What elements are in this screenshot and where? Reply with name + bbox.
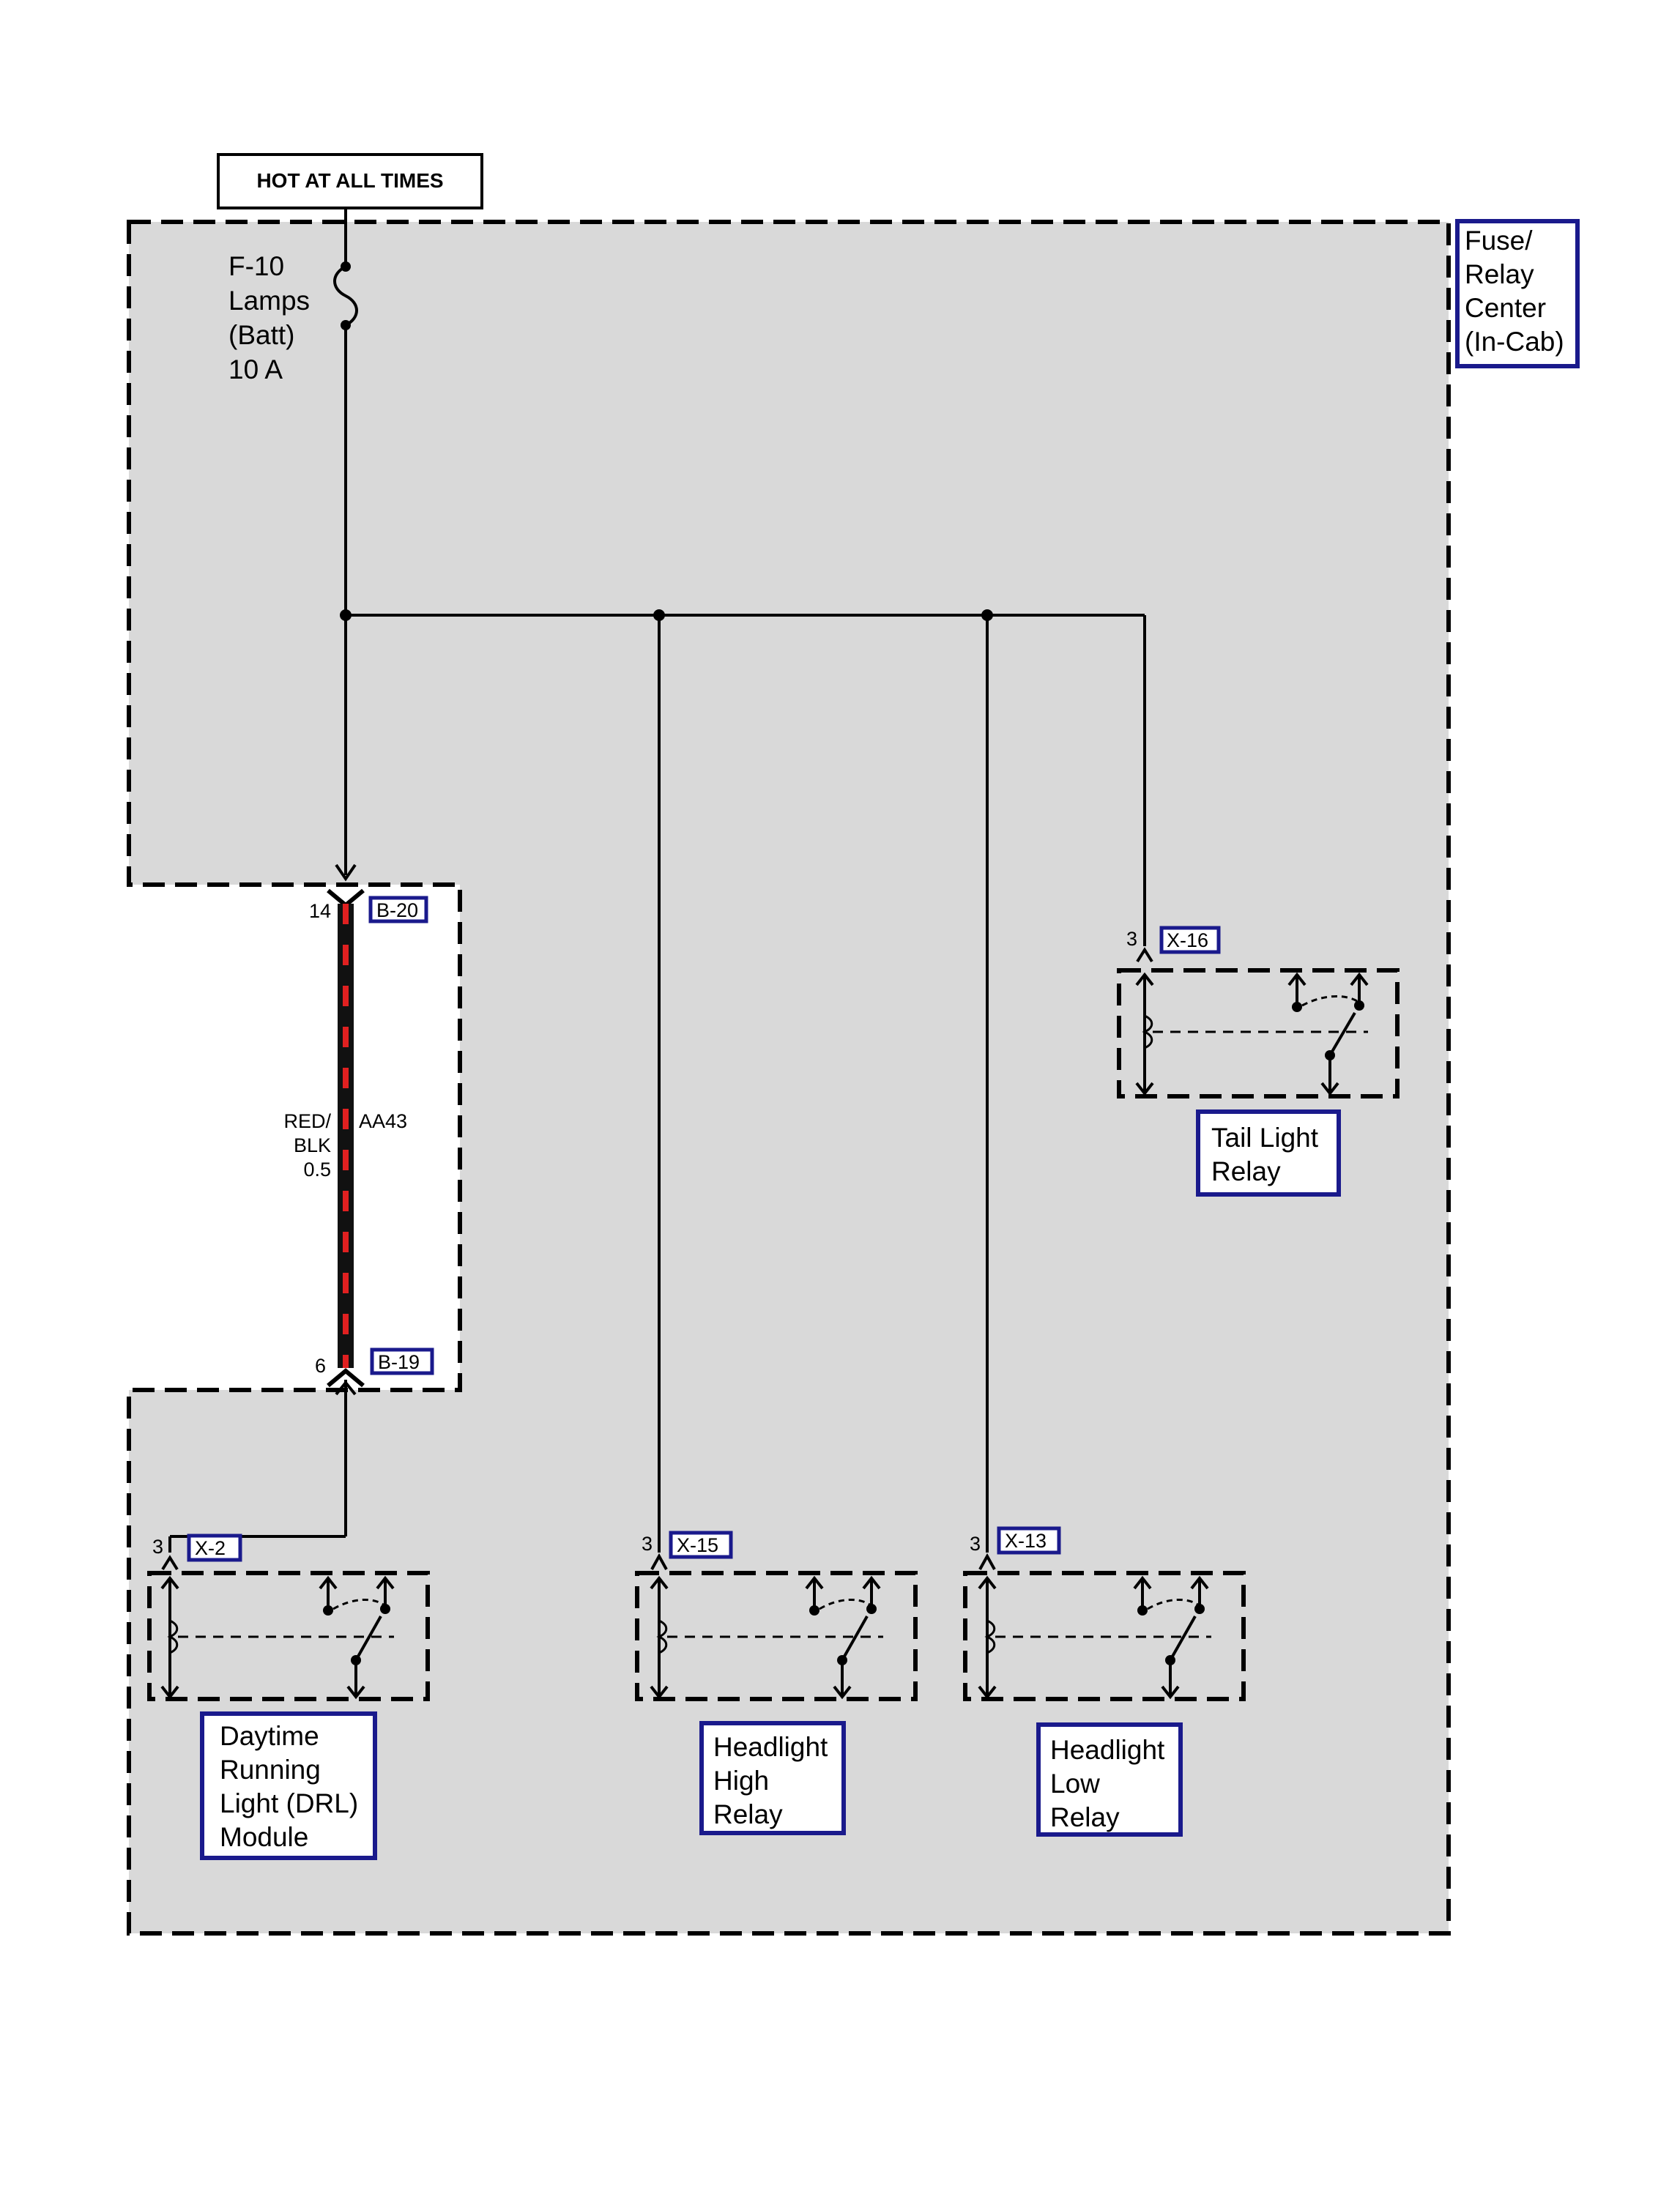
wire-gauge: 0.5 <box>303 1159 331 1181</box>
fuse-line-4: 10 A <box>228 354 283 384</box>
headlight-low-relay-label-3: Relay <box>1050 1802 1120 1832</box>
drl-module: 3 X-2 Daytime Running Light (DRL) Module <box>147 1534 430 1860</box>
headlight-high-relay-label-3: Relay <box>713 1799 783 1829</box>
headlight-low-relay-label-1: Headlight <box>1050 1735 1165 1765</box>
drl-module-connector: X-2 <box>195 1537 226 1559</box>
fuse-label: F-10 Lamps (Batt) 10 A <box>228 251 310 384</box>
drl-module-label-4: Module <box>220 1822 308 1852</box>
wire-circuit: AA43 <box>359 1110 407 1132</box>
drl-module-pin: 3 <box>152 1536 163 1558</box>
frc-line-1: Fuse/ <box>1465 226 1533 256</box>
fuse-symbol <box>333 265 358 327</box>
headlight-low-relay-pin: 3 <box>970 1533 981 1555</box>
fuse-relay-center-label-box: Fuse/ Relay Center (In-Cab) <box>1455 219 1580 368</box>
headlight-high-relay-label-1: Headlight <box>713 1732 828 1762</box>
splice-low <box>981 609 993 621</box>
connector-b19-pin: 6 <box>315 1355 326 1377</box>
headlight-high-relay: 3 X-15 Headlight High Relay <box>635 1531 918 1835</box>
frc-line-4: (In-Cab) <box>1465 327 1564 357</box>
connector-b19: 6 B-19 <box>315 1347 434 1388</box>
headlight-low-relay-label-2: Low <box>1050 1769 1100 1799</box>
hot-at-all-times-box: HOT AT ALL TIMES <box>217 153 483 209</box>
tail-light-relay-connector: X-16 <box>1167 929 1208 951</box>
fuse-line-3: (Batt) <box>228 320 294 350</box>
splice-high <box>653 609 665 621</box>
tail-light-relay-label-1: Tail Light <box>1211 1123 1319 1153</box>
frc-line-2: Relay <box>1465 259 1534 289</box>
tail-light-relay-label-2: Relay <box>1211 1156 1281 1186</box>
wire-color-2: BLK <box>294 1134 331 1156</box>
connector-b20-pin: 14 <box>309 900 331 922</box>
fuse-line-2: Lamps <box>228 286 310 316</box>
wire-aa43: RED/ BLK 0.5 AA43 <box>283 904 407 1368</box>
fuse-terminal-top <box>341 261 351 272</box>
drl-module-label-1: Daytime <box>220 1721 319 1751</box>
drl-module-label-2: Running <box>220 1755 321 1785</box>
connector-b20: 14 B-20 <box>309 888 428 923</box>
main-feed <box>333 208 358 882</box>
splice-main <box>340 609 352 621</box>
fuse-terminal-bottom <box>341 320 351 330</box>
connector-b20-id: B-20 <box>376 899 418 921</box>
wire-color-1: RED/ <box>283 1110 331 1132</box>
fuse-relay-center-region <box>127 220 1451 1936</box>
headlight-low-relay-connector: X-13 <box>1005 1530 1047 1552</box>
branch-bus <box>346 614 1146 1553</box>
headlight-low-relay: 3 X-13 Headlight Low Relay <box>963 1526 1246 1837</box>
connector-b19-id: B-19 <box>378 1351 420 1373</box>
headlight-high-relay-label-2: High <box>713 1766 769 1796</box>
drl-module-label-3: Light (DRL) <box>220 1788 358 1818</box>
fuse-line-1: F-10 <box>228 251 284 281</box>
headlight-high-relay-pin: 3 <box>642 1533 653 1555</box>
hot-at-all-times-label: HOT AT ALL TIMES <box>256 169 443 192</box>
headlight-high-relay-connector: X-15 <box>677 1534 718 1556</box>
tail-light-relay: 3 X-16 Tail Light Relay <box>1117 926 1400 1197</box>
frc-line-3: Center <box>1465 293 1546 323</box>
tail-light-relay-pin: 3 <box>1126 928 1137 950</box>
